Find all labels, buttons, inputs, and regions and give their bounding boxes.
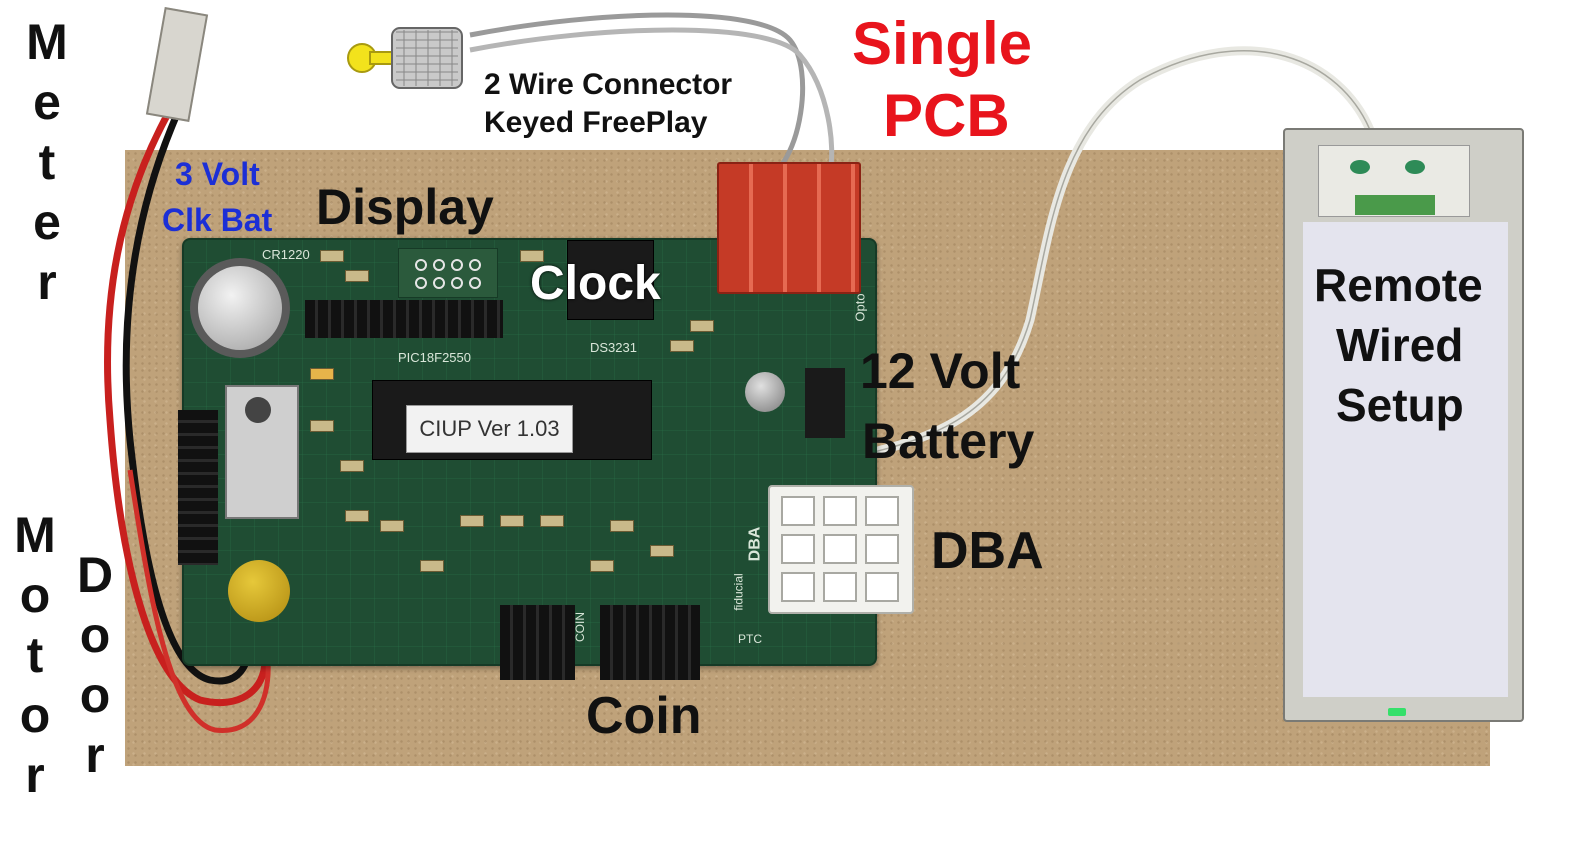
remote-led (1388, 708, 1406, 716)
remote-label-line2: Wired (1336, 319, 1464, 371)
opto-silk: Opto (852, 293, 868, 322)
title-line1: Single (852, 10, 1033, 77)
freeplay-wire-a (469, 12, 806, 178)
coin-label: Coin (586, 687, 702, 745)
remote-cable-edge (839, 49, 1371, 461)
mount-screw (745, 372, 785, 412)
remote-button-left (1350, 160, 1370, 174)
left-pin-header (178, 410, 218, 565)
mcu-silk: PIC18F2550 (398, 350, 471, 365)
remote-button-right (1405, 160, 1425, 174)
remote-label-card (1303, 222, 1508, 697)
remote-label-line3: Setup (1336, 379, 1464, 431)
coin-cell-battery (198, 266, 282, 350)
title-line2: PCB (883, 82, 1010, 149)
battery-label-line1: 12 Volt (860, 343, 1021, 399)
rtc-chip (567, 240, 654, 320)
ptc-silk: PTC (738, 632, 762, 646)
yellow-capacitor (228, 560, 290, 622)
dba-silk: DBA (746, 526, 764, 562)
meter-red-wire (104, 108, 269, 707)
freeplay-header (717, 162, 861, 294)
clk-bat-label-line2: Clk Bat (162, 202, 273, 238)
fiducial-silk: fiducial (731, 573, 746, 611)
display-header (305, 300, 503, 338)
display-label: Display (316, 179, 494, 235)
battery-label-line2: Battery (862, 413, 1035, 469)
clk-bat-label-line1: 3 Volt (175, 156, 260, 192)
coin-silk: COIN (573, 612, 587, 642)
chip-version-label: CIUP Ver 1.03 (406, 405, 573, 453)
connector-label-line1: 2 Wire Connector (484, 68, 733, 101)
rtc-silk: DS3231 (590, 340, 637, 355)
motor-wire (127, 469, 271, 733)
dba-connector (768, 485, 914, 614)
connector-label-line2: Keyed FreePlay (484, 106, 708, 139)
battery-cell-silk: CR1220 (262, 247, 310, 262)
coin-pin-header (600, 605, 700, 680)
display-pad (398, 248, 498, 298)
key-switch-icon (340, 20, 470, 90)
battery-header (805, 368, 845, 438)
dba-pin-header (500, 605, 575, 680)
remote-label-line1: Remote (1314, 259, 1483, 311)
dba-label: DBA (931, 522, 1044, 580)
regulator-hole (245, 397, 271, 423)
freeplay-wire-b (469, 27, 835, 171)
remote-screen (1355, 195, 1435, 215)
meter-black-wire (122, 110, 252, 685)
clock-label: Clock (530, 257, 661, 310)
